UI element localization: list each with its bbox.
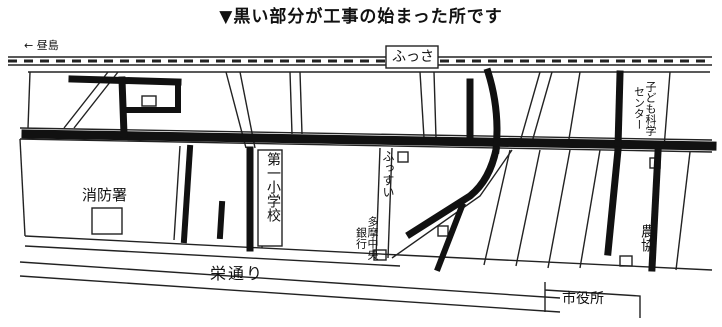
- city-hall-label: 市役所: [562, 291, 604, 307]
- youth-center-label: 子ども科学センター: [632, 80, 657, 136]
- map-caption: ▼黒い部分が工事の始まった所です: [219, 7, 503, 27]
- bank-label: 多摩中央銀行: [354, 216, 379, 260]
- street-network: [19, 71, 713, 318]
- station-box: [385, 45, 439, 69]
- school-box: [257, 149, 283, 247]
- railway-direction-label: ← 昼島: [24, 39, 59, 52]
- fire-station-label: 消防署: [82, 186, 128, 204]
- construction-sections: [21, 67, 717, 272]
- agri-coop-label: 農協: [639, 224, 655, 252]
- water-tower-label: ふっすい: [381, 150, 395, 198]
- railway-track: [8, 56, 712, 66]
- school-label: 第一小学校: [265, 152, 281, 222]
- avenue-label: 栄通り: [210, 264, 265, 283]
- station-label: ふっさ: [392, 49, 434, 65]
